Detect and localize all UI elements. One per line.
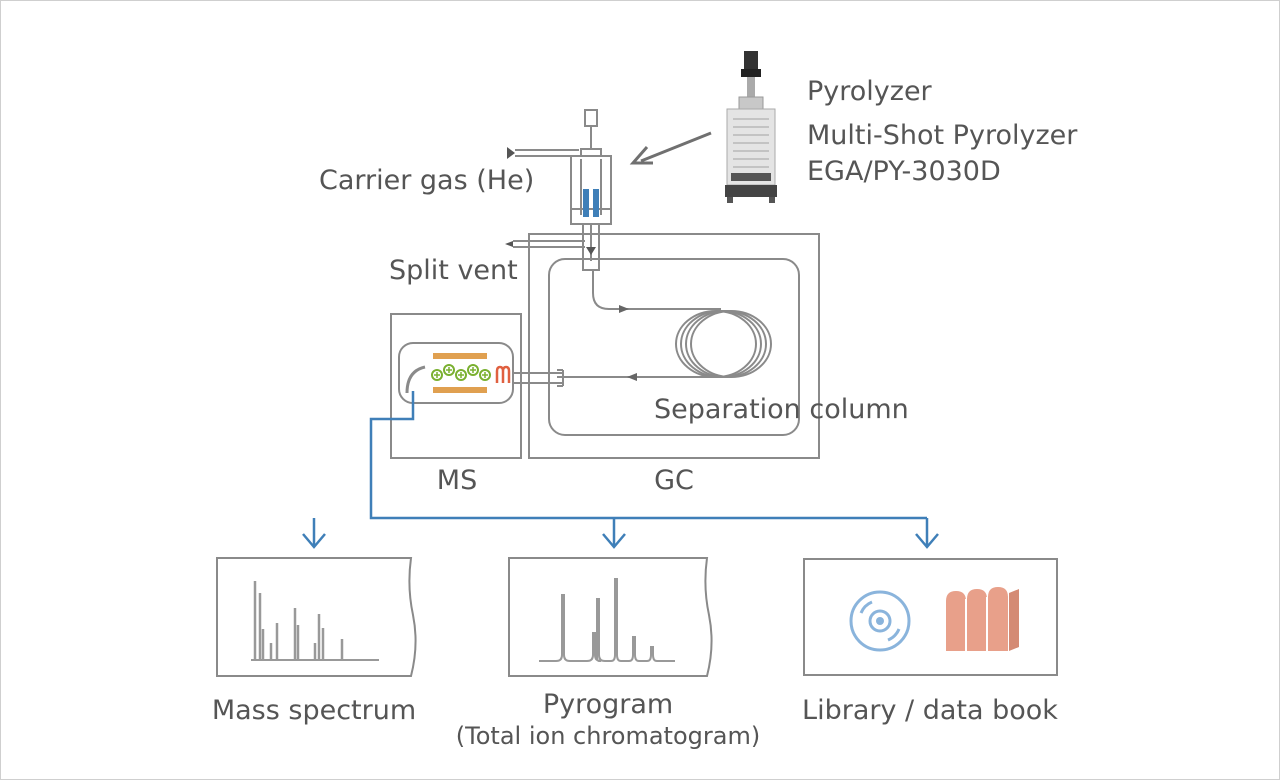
carrier-gas-label: Carrier gas (He) [319,165,535,196]
split-vent-arrow [505,241,513,247]
detector-icon [405,365,426,394]
cd-disc-icon [849,590,911,652]
pyrolyzer-arrow [629,131,712,165]
library-panel [803,558,1058,676]
injector-flow-arrow [586,247,596,255]
signal-lines [302,391,939,549]
sample-cup-right [593,189,599,217]
separation-column-label: Separation column [654,394,909,425]
gc-oven-inner [548,258,800,436]
ion-plus-signs [434,367,488,378]
separation-column-coil [675,310,772,378]
carrier-gas-line [515,149,579,157]
filament-icon [495,365,511,383]
pyrolyzer-unit-icon [725,51,777,203]
carrier-gas-arrow [507,147,515,159]
pyrogram-panel [508,557,713,677]
mass-spectrum-bars [253,581,344,660]
split-vent-label: Split vent [389,255,518,286]
books-spine-lines [965,597,988,651]
split-vent-line [513,240,585,248]
ms-heater-bottom [433,387,487,393]
books-icon [946,587,1019,651]
column-flow-arrow-2 [627,373,637,381]
pyrolyzer-label: Pyrolyzer [807,76,932,107]
mass-spectrum-panel [216,557,417,677]
column-inlet-path [592,270,721,310]
gc-label: GC [654,465,694,496]
column-flow-arrow-1 [619,305,629,313]
pyrolyzer-model-line1: Multi-Shot Pyrolyzer [807,120,1078,151]
mass-spectrum-label: Mass spectrum [211,695,417,726]
sample-cup-left [583,189,589,217]
ms-inner [398,342,514,404]
library-label: Library / data book [802,695,1058,726]
ms-label: MS [436,465,478,496]
pyrogram-trace [539,578,675,662]
pyrolyzer-model-line2: EGA/PY-3030D [807,156,1001,187]
pyrogram-label: Pyrogram [542,689,674,720]
gc-oven-outer [528,233,820,459]
ms-heater-top [433,353,487,359]
ms-outer [390,313,522,459]
pyrogram-sublabel: (Total ion chromatogram) [455,722,761,750]
